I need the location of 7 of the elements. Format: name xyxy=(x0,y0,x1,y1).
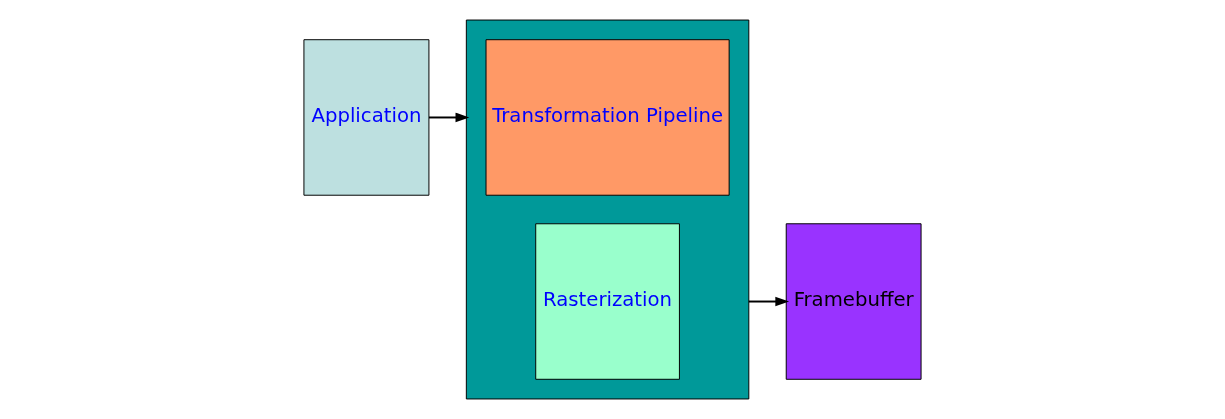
arrow xyxy=(428,112,470,123)
arrow xyxy=(747,296,790,307)
node-box: Framebuffer xyxy=(785,223,922,380)
node-box: Application xyxy=(303,39,430,196)
cluster xyxy=(465,19,750,400)
node-box: Transformation Pipeline xyxy=(485,39,730,196)
node-box: Rasterization xyxy=(535,223,680,380)
